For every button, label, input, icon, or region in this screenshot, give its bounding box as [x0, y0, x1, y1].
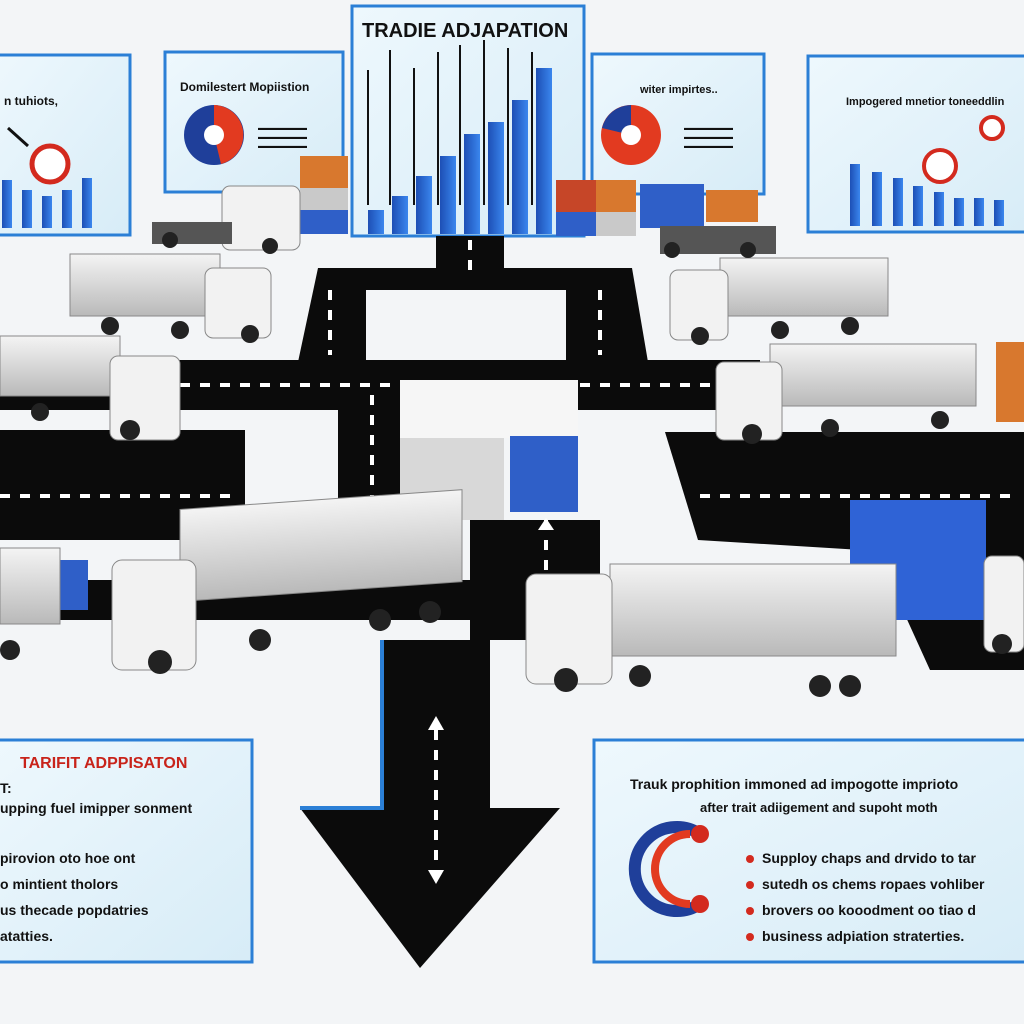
legend-line: ▬▬▬▬▬▬▬ — [258, 143, 307, 150]
bottom-left-list: pirovion oto hoe ont o mintient tholors … — [0, 845, 149, 949]
container-icon — [300, 188, 348, 210]
container-icon — [596, 180, 636, 212]
pie-board-right — [590, 52, 766, 196]
legend-line: ▬▬▬▬▬▬▬ — [258, 134, 307, 141]
container-icon — [300, 210, 348, 234]
truck-icon — [111, 489, 463, 674]
cycle-icon — [922, 148, 958, 184]
legend-line: ▬▬▬▬▬▬▬ — [684, 134, 733, 141]
bottom-left-panel — [0, 738, 254, 964]
left-board-caption: n tuhiots, — [4, 94, 58, 108]
container-icon — [60, 560, 88, 610]
bullet-item: business adpiation straterties. — [746, 923, 985, 949]
arrow-icon — [6, 126, 30, 148]
bullet-icon — [746, 855, 754, 864]
bullet-text: business adpiation straterties. — [762, 928, 965, 944]
truck-icon — [69, 253, 272, 343]
bullet-icon — [746, 933, 754, 942]
list-item: pirovion oto hoe ont — [0, 850, 136, 866]
truck-icon — [525, 563, 897, 697]
bullet-item: Supploy chaps and drvido to tar — [746, 845, 985, 871]
top-bar-chart-board — [350, 4, 586, 238]
cycle-icon — [29, 143, 71, 185]
arrowheads — [428, 518, 554, 884]
left-chart-board — [0, 53, 132, 237]
bottom-left-line: upping fuel imipper sonment — [0, 800, 193, 816]
bar-chart-icon — [2, 178, 92, 228]
truck-icon — [152, 185, 301, 254]
bar-chart-icon — [850, 164, 1004, 226]
bullet-icon — [746, 907, 754, 916]
legend-line: ▬▬▬▬▬▬▬ — [684, 125, 733, 132]
truck-icon — [669, 257, 889, 345]
list-item: us thecade popdatries — [0, 902, 149, 918]
bottom-left-title: TARIFIT ADPPISATON — [20, 755, 188, 772]
pie-icon — [601, 105, 661, 165]
bullet-item: sutedh os chems ropaes vohliber — [746, 871, 985, 897]
right-chart-board — [806, 54, 1024, 234]
truck-icon — [715, 343, 977, 444]
bottom-right-title-1: Trauk prophition immoned ad impogotte im… — [630, 776, 959, 792]
bottom-right-bullets: Supploy chaps and drvido to tar sutedh o… — [746, 845, 985, 949]
truck-icon — [0, 547, 61, 660]
pie-left-legend: ▬▬▬▬▬▬▬ ▬▬▬▬▬▬▬ ▬▬▬▬▬▬▬ — [258, 124, 307, 151]
truck-icon — [983, 555, 1024, 654]
top-board-title: TRADIE ADJAPATION — [362, 20, 569, 42]
container-icon — [996, 342, 1024, 422]
bullet-text: Supploy chaps and drvido to tar — [762, 850, 976, 866]
central-depot — [400, 380, 578, 438]
bar-chart-icon — [368, 68, 552, 234]
list-item: atatties. — [0, 928, 53, 944]
road-edge-highlight — [300, 640, 384, 810]
pie-icon — [184, 105, 244, 165]
bottom-left-subtitle: T: — [0, 780, 12, 796]
bullet-icon — [746, 881, 754, 890]
container-icon — [596, 212, 636, 236]
growth-arrows — [367, 40, 533, 205]
container-icon — [300, 156, 348, 188]
list-item: o mintient tholors — [0, 876, 119, 892]
arrow-icon — [428, 716, 444, 730]
arrow-icon — [428, 870, 444, 884]
cycle-icon — [979, 115, 1005, 141]
container-icon — [510, 436, 578, 512]
container-icon — [706, 190, 758, 222]
trucks — [0, 185, 1024, 697]
bullet-text: brovers oo kooodment oo tiao d — [762, 902, 976, 918]
container-icon — [556, 180, 596, 212]
bottom-right-title-2: after trait adiigement and supoht moth — [700, 800, 938, 815]
bullet-text: sutedh os chems ropaes vohliber — [762, 876, 985, 892]
truck-icon — [660, 226, 776, 258]
truck-icon — [0, 335, 181, 441]
pie-right-title: witer impirtes.. — [640, 84, 718, 96]
pie-left-title: Domilestert Mopiistion — [180, 80, 310, 94]
container-icon — [640, 184, 704, 228]
right-board-title: Impogered mnetior toneeddlin — [846, 96, 1005, 108]
legend-line: ▬▬▬▬▬▬▬ — [258, 125, 307, 132]
cycle-icon — [628, 821, 709, 917]
bottom-right-panel — [592, 738, 1024, 964]
container-stacks — [60, 156, 1024, 620]
container-icon — [556, 212, 596, 236]
legend-line: ▬▬▬▬▬▬▬ — [684, 143, 733, 150]
pie-right-legend: ▬▬▬▬▬▬▬ ▬▬▬▬▬▬▬ ▬▬▬▬▬▬▬ — [684, 124, 733, 151]
arrow-icon — [538, 518, 554, 530]
bullet-item: brovers oo kooodment oo tiao d — [746, 897, 985, 923]
